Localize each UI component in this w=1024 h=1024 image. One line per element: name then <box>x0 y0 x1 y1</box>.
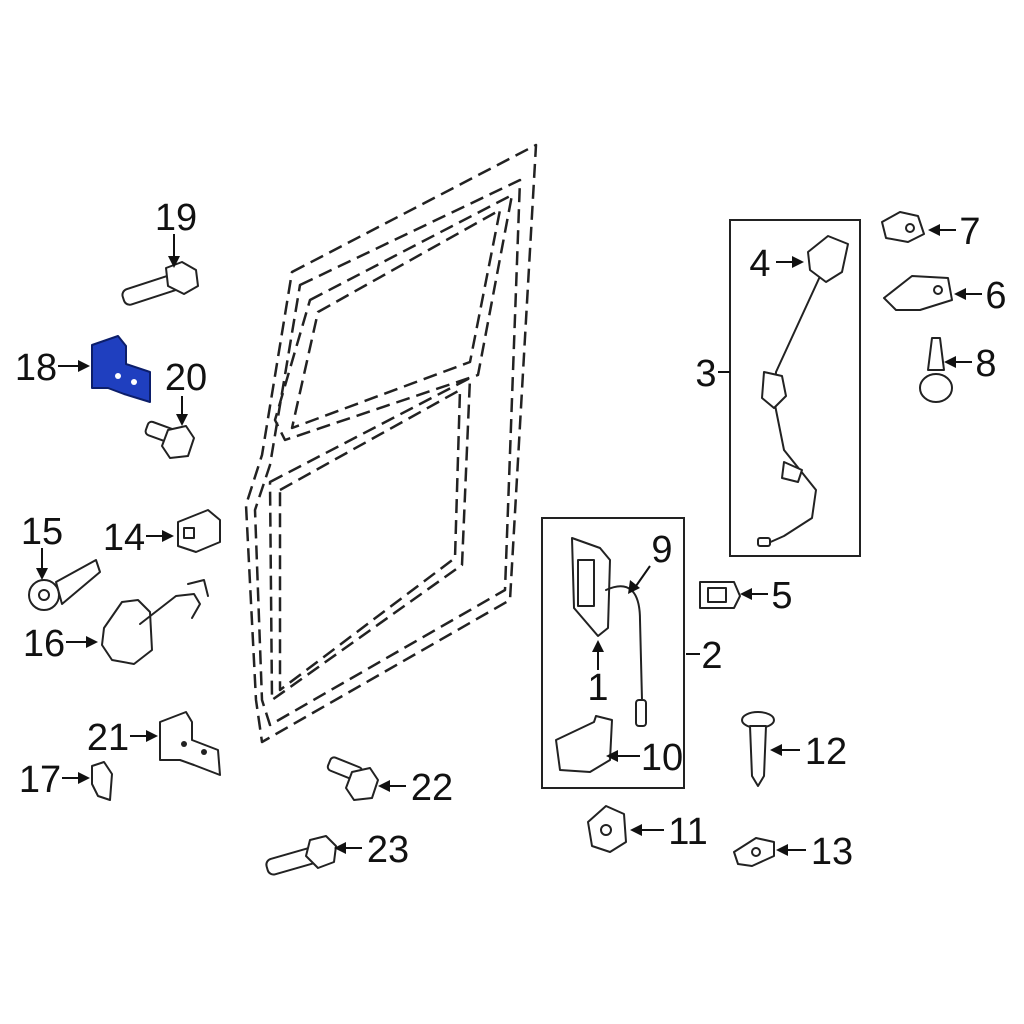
part-12-screw[interactable] <box>741 711 775 787</box>
part-8-bumper-screw[interactable] <box>919 337 953 403</box>
part-23-bolt[interactable] <box>265 835 337 876</box>
callout-10: 10 <box>641 737 683 779</box>
leader-lines <box>36 224 982 856</box>
callout-3: 3 <box>695 353 716 395</box>
callout-12: 12 <box>805 731 847 773</box>
callout-13: 13 <box>811 831 853 873</box>
part-17-clip[interactable] <box>91 761 113 801</box>
callout-22: 22 <box>411 767 453 809</box>
part-18-hinge-bracket[interactable] <box>91 335 151 403</box>
callout-15: 15 <box>21 511 63 553</box>
part-14-clip[interactable] <box>177 509 221 553</box>
part-20-flange-bolt[interactable] <box>144 420 195 459</box>
part-19-bolt[interactable] <box>121 261 199 306</box>
part-2-group-box <box>541 517 685 789</box>
callout-21: 21 <box>87 717 129 759</box>
callout-1: 1 <box>587 667 608 709</box>
callout-6: 6 <box>985 275 1006 317</box>
part-15-screw[interactable] <box>28 559 101 611</box>
callout-8: 8 <box>975 343 996 385</box>
part-5-bushing[interactable] <box>699 581 741 609</box>
callout-14: 14 <box>103 517 145 559</box>
sliding-door-outline <box>244 143 538 744</box>
callout-18: 18 <box>15 347 57 389</box>
callout-9: 9 <box>651 529 672 571</box>
callout-7: 7 <box>959 211 980 253</box>
callout-4: 4 <box>749 243 770 285</box>
callout-19: 19 <box>155 197 197 239</box>
part-16-door-check[interactable] <box>101 579 209 665</box>
callout-16: 16 <box>23 623 65 665</box>
part-13-washer[interactable] <box>733 837 775 867</box>
part-7-plate[interactable] <box>881 211 925 243</box>
part-21-hinge-plate[interactable] <box>159 711 221 776</box>
part-3-rod[interactable] <box>757 271 823 547</box>
callout-20: 20 <box>165 357 207 399</box>
part-10-latch-cover[interactable] <box>555 715 613 773</box>
callout-labels: 1 2 3 4 5 6 7 8 9 10 11 12 13 14 15 16 1… <box>15 197 1007 873</box>
callout-11: 11 <box>668 811 707 853</box>
callout-2: 2 <box>701 635 722 677</box>
part-22-flange-bolt[interactable] <box>326 756 379 801</box>
part-9-cable[interactable] <box>605 585 647 727</box>
part-6-striker-bracket[interactable] <box>883 275 953 311</box>
callout-17: 17 <box>19 759 61 801</box>
part-3-group-box <box>729 219 861 557</box>
part-1-outside-handle[interactable] <box>571 537 611 637</box>
part-4-clip[interactable] <box>807 235 849 283</box>
callout-23: 23 <box>367 829 409 871</box>
callout-5: 5 <box>771 575 792 617</box>
part-11-striker[interactable] <box>587 805 627 853</box>
